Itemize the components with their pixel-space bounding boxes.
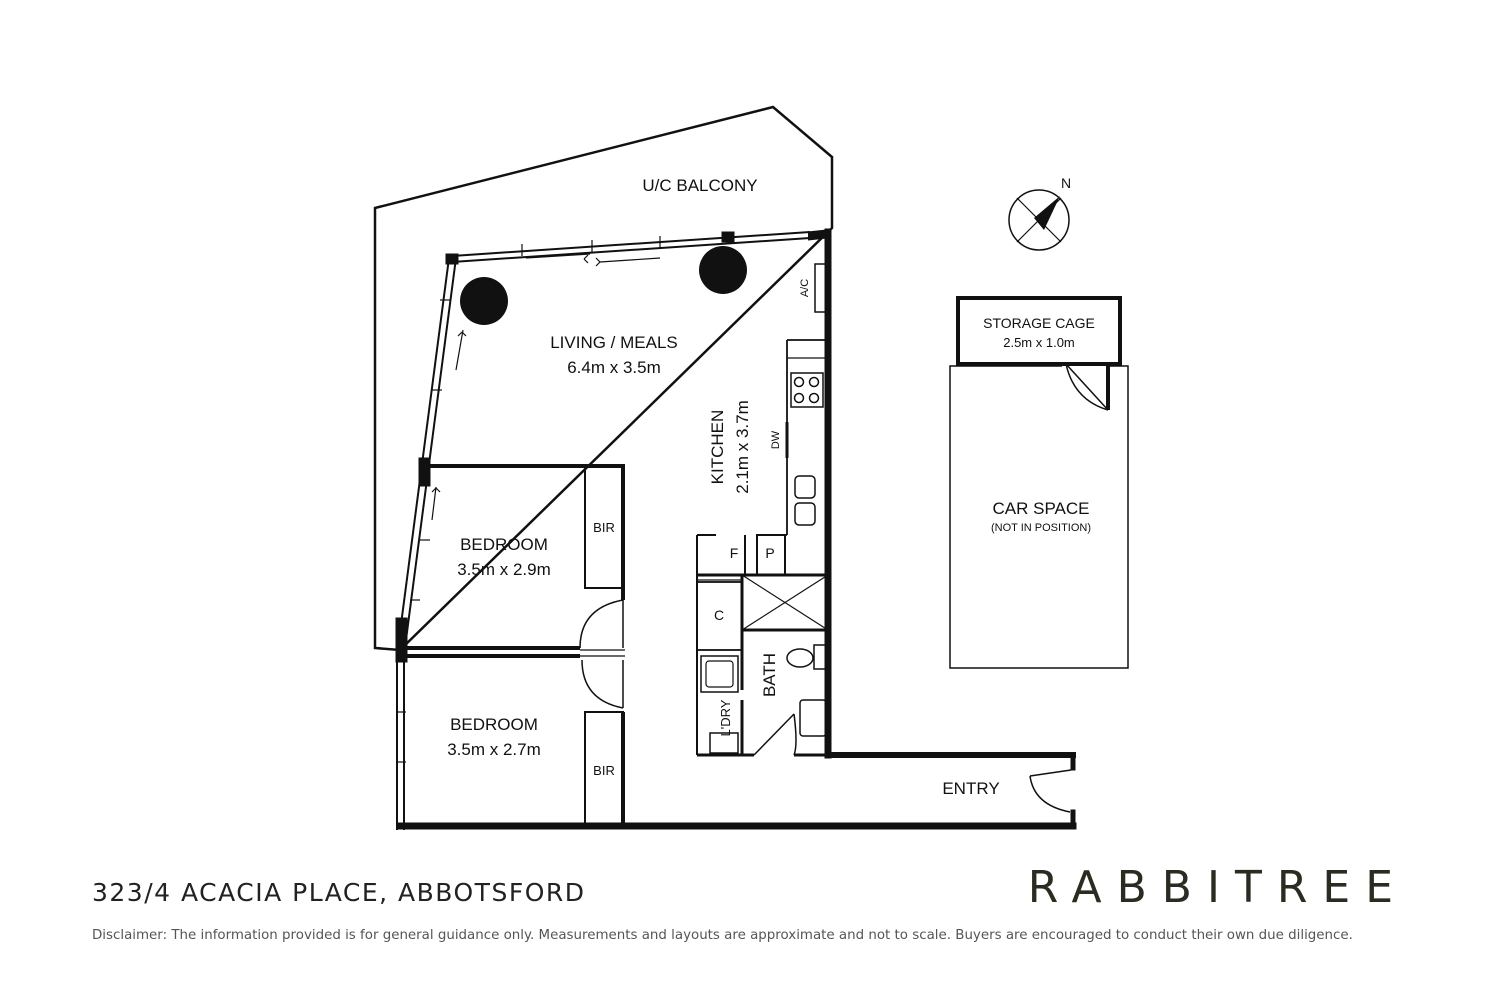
dishwasher-label: DW (770, 430, 782, 449)
bedroom1-walls (400, 464, 625, 657)
compass-north-label: N (1061, 175, 1071, 191)
exterior-walls (396, 228, 1077, 830)
living-label: LIVING / MEALS (550, 333, 678, 352)
brand-logo: RABBITREE (1027, 862, 1408, 913)
window-wall-left (395, 253, 467, 663)
kitchen-label: KITCHEN (708, 410, 727, 485)
bedroom2-label: BEDROOM (450, 715, 538, 734)
entry-label: ENTRY (942, 779, 999, 798)
bath-door (753, 713, 797, 756)
balcony-label: U/C BALCONY (642, 176, 757, 195)
kitchen-dimensions: 2.1m x 3.7m (733, 400, 752, 494)
window-wall-bedroom2 (396, 660, 406, 830)
bir1-label: BIR (593, 520, 615, 535)
property-address: 323/4 ACACIA PLACE, ABBOTSFORD (92, 878, 586, 907)
cupboard-label: C (714, 607, 724, 623)
car-space-label: CAR SPACE (993, 499, 1090, 518)
wet-area-walls (696, 573, 829, 757)
disclaimer-text: Disclaimer: The information provided is … (92, 928, 1353, 943)
bedroom1-dimensions: 3.5m x 2.9m (457, 560, 551, 579)
storage-cage (956, 296, 1122, 411)
compass (1008, 189, 1070, 251)
bedroom1-door (579, 599, 624, 649)
kitchen-bench (757, 263, 827, 536)
storage-label: STORAGE CAGE (983, 315, 1095, 331)
ac-label: A/C (799, 279, 811, 297)
bir2-label: BIR (593, 763, 615, 778)
bedroom2-dimensions: 3.5m x 2.7m (447, 740, 541, 759)
pantry-label: P (765, 545, 774, 561)
bedroom2-door (581, 659, 624, 709)
column-left (460, 277, 508, 325)
car-space-note: (NOT IN POSITION) (991, 522, 1091, 534)
bedroom1-label: BEDROOM (460, 535, 548, 554)
bath-fixtures (786, 644, 827, 737)
storage-dimensions: 2.5m x 1.0m (1003, 335, 1075, 350)
bedroom2-walls (400, 654, 625, 827)
bath-label: BATH (760, 653, 779, 697)
living-dimensions: 6.4m x 3.5m (567, 358, 661, 377)
car-space (949, 365, 1129, 669)
laundry-label: L'DRY (718, 699, 733, 736)
column-right (699, 246, 747, 294)
fridge-label: F (730, 545, 739, 561)
balcony-outline (373, 105, 834, 652)
window-wall-top (451, 229, 827, 267)
entry-door (1029, 769, 1072, 813)
